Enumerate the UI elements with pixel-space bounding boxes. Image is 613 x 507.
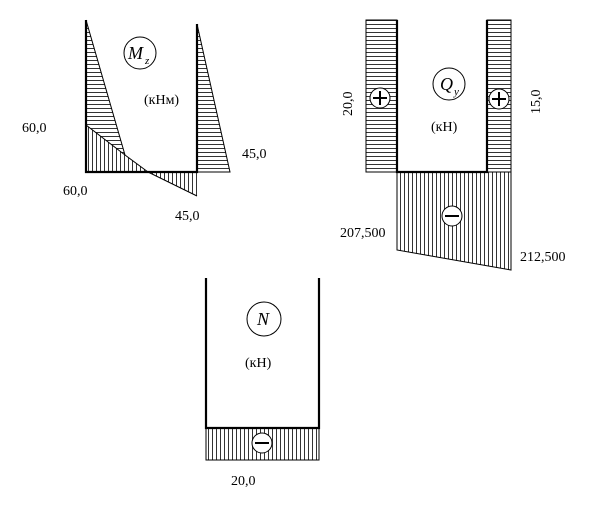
plus-sign-right [488,88,510,110]
normal-diagram: N (кН) 20,0 [204,278,321,489]
normal-frame [204,278,321,430]
shear-label-beam-right: 212,500 [520,250,566,265]
moment-outline [85,19,231,197]
shear-symbol-subscript: y [453,86,459,98]
normal-unit: (кН) [245,356,272,371]
shear-frame [395,20,489,174]
plus-sign-left [369,87,391,109]
moment-label-left-bottom: 60,0 [63,184,88,199]
shear-symbol: Q [440,74,453,94]
minus-sign-beam [441,205,463,227]
minus-sign-normal [251,432,273,454]
moment-symbol-circle [123,36,157,70]
moment-unit: (кНм) [144,93,179,108]
moment-label-left-top: 60,0 [22,121,47,136]
moment-label-right-top: 45,0 [242,147,267,162]
moment-symbol: M [127,43,144,63]
shear-label-right-column: 15,0 [529,90,544,115]
shear-unit: (кН) [431,120,458,135]
shear-diagram: Q y (кН) 20,0 15,0 207,500 212,500 [340,19,566,271]
moment-left-lower-fill [86,125,148,172]
moment-symbol-subscript: z [144,55,150,67]
shear-label-beam-left: 207,500 [340,226,386,241]
moment-label-right-bottom: 45,0 [175,209,200,224]
moment-frame [84,20,199,174]
normal-label-beam: 20,0 [231,474,256,489]
moment-diagram: M z (кНм) 60,0 60,0 45,0 45,0 [22,19,267,224]
shear-symbol-circle [432,67,466,101]
shear-label-left-column: 20,0 [341,92,356,117]
normal-symbol-circle [246,301,282,337]
normal-symbol: N [256,309,270,329]
